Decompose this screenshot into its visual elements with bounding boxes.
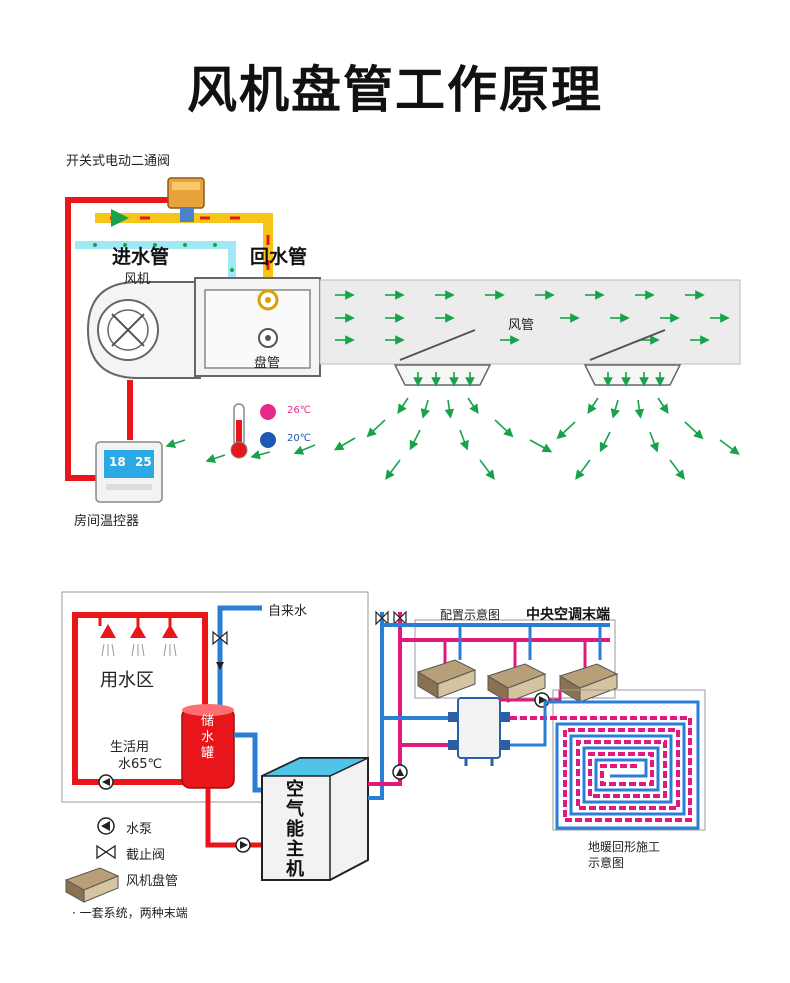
hot-temp-label: 26℃ bbox=[287, 405, 311, 416]
heatpump-to-tank-pipe bbox=[234, 732, 262, 793]
legend-stop-valve-label: 截止阀 bbox=[126, 848, 166, 863]
supply-pipe-yellow bbox=[95, 213, 273, 300]
config-label: 配置示意图 bbox=[440, 608, 501, 622]
top-diagram bbox=[65, 177, 741, 503]
domestic-water-line1: 生活用 bbox=[110, 740, 150, 755]
supply-flow-arrows bbox=[110, 209, 270, 270]
air-duct bbox=[319, 279, 741, 365]
footnote: · 一套系统，两种末端 bbox=[72, 906, 188, 920]
shower-taps bbox=[98, 616, 178, 638]
stop-valve-icon-right bbox=[393, 610, 407, 626]
thermometer-icon bbox=[230, 403, 248, 459]
room-thermostat-icon bbox=[95, 441, 163, 503]
thermostat-label: 房间温控器 bbox=[74, 514, 140, 529]
coil-unit bbox=[194, 277, 321, 377]
fan-coil-unit-1 bbox=[416, 659, 477, 699]
heat-pump-label: 空气能主机 bbox=[286, 779, 304, 880]
air-energy-heat-pump bbox=[261, 757, 369, 881]
legend-fan-coil-label: 风机盘管 bbox=[126, 874, 179, 889]
manifold-icon bbox=[448, 697, 510, 766]
valve-label: 开关式电动二通阀 bbox=[66, 154, 171, 169]
return-pipe-label: 回水管 bbox=[250, 246, 308, 268]
thermostat-wire bbox=[65, 197, 170, 481]
fan-coil-unit-3 bbox=[558, 663, 619, 703]
terminal-label: 中央空调末端 bbox=[526, 607, 610, 623]
electric-two-way-valve-icon bbox=[167, 177, 205, 222]
duct-label: 风管 bbox=[508, 318, 535, 333]
stop-valve-icon-tap bbox=[212, 630, 228, 646]
bottom-diagram bbox=[61, 591, 706, 903]
legend-stop-valve-icon bbox=[96, 844, 116, 860]
legend-pump-icon bbox=[97, 817, 115, 835]
supply-pipe-label: 进水管 bbox=[112, 246, 170, 268]
tank-to-heatpump-pipe bbox=[205, 788, 262, 848]
legend-pump-label: 水泵 bbox=[126, 822, 153, 837]
cool-temp-dot bbox=[260, 432, 276, 448]
hot-temp-dot bbox=[260, 404, 276, 420]
tap-water-label: 自来水 bbox=[268, 604, 308, 619]
fan-coil-unit-2 bbox=[486, 663, 547, 703]
domestic-water-line2: 水65℃ bbox=[118, 757, 163, 772]
use-zone-label: 用水区 bbox=[100, 670, 154, 691]
floor-heating-coil-blue bbox=[510, 700, 700, 830]
thermostat-display-left: 18 bbox=[109, 455, 126, 469]
page-title: 风机盘管工作原理 bbox=[187, 61, 603, 119]
floor-heating-line2: 示意图 bbox=[588, 856, 625, 870]
manifold-to-terminal bbox=[500, 690, 562, 702]
storage-tank-label: 储水罐 bbox=[201, 714, 215, 761]
floor-heating-frame bbox=[552, 689, 706, 831]
floor-heating-line1: 地暖回形施工 bbox=[588, 840, 661, 854]
shower-spray bbox=[101, 643, 177, 657]
use-zone-frame bbox=[61, 591, 369, 803]
tap-water-pipe bbox=[217, 605, 262, 710]
fan-label: 风机 bbox=[124, 272, 151, 287]
floor-heating-coil-magenta bbox=[510, 716, 692, 822]
duct-air-arrows bbox=[335, 290, 730, 345]
fan-housing bbox=[86, 281, 201, 379]
cool-temp-label: 20℃ bbox=[287, 433, 311, 444]
blue-riser bbox=[368, 612, 384, 800]
thermostat-display-right: 25 bbox=[135, 455, 152, 469]
stop-valve-icon-left bbox=[375, 610, 389, 626]
hot-water-loop bbox=[72, 612, 208, 785]
coil-label: 盘管 bbox=[254, 356, 281, 371]
legend-fan-coil-icon bbox=[64, 867, 120, 903]
supply-air-arrows bbox=[165, 372, 740, 480]
magenta-riser bbox=[368, 612, 402, 786]
